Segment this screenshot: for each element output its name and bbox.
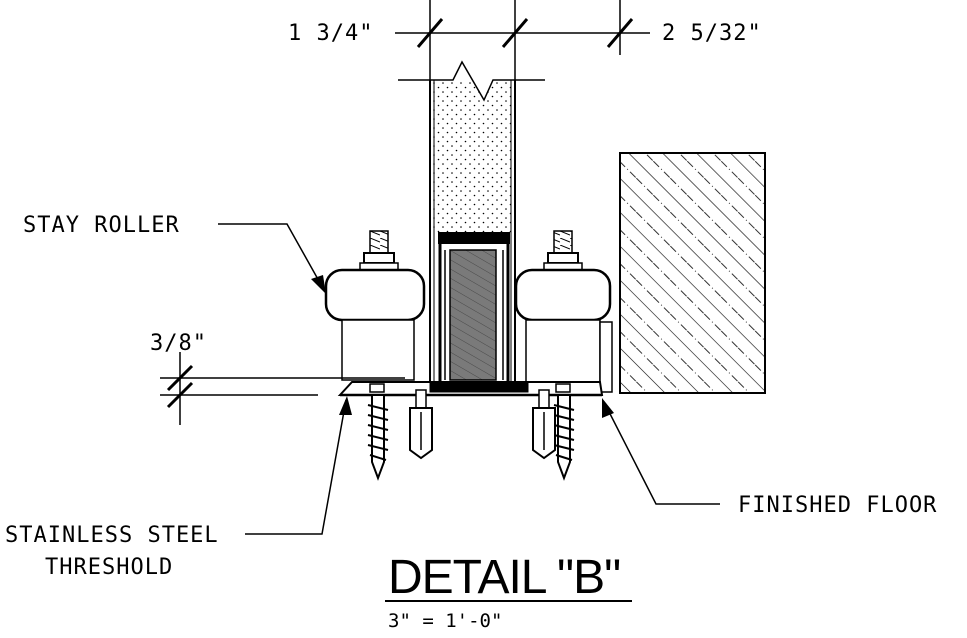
detail-title: DETAIL "B" (388, 551, 620, 604)
right-screw (553, 383, 575, 481)
label-threshold-line1: STAINLESS STEEL (5, 523, 219, 548)
leaders (218, 223, 720, 535)
dimension-left: 3/8" (150, 331, 207, 356)
detail-scale: 3" = 1'-0" (388, 610, 502, 632)
left-stay-roller (324, 230, 426, 381)
dimension-top-right: 2 5/32" (662, 21, 762, 46)
left-screw (367, 383, 389, 481)
left-dimension (160, 352, 405, 425)
wall-section (619, 152, 766, 394)
top-dimension (395, 0, 650, 80)
bottom-seal (449, 249, 497, 381)
leader-arrows (311, 275, 614, 418)
label-threshold-line2: THRESHOLD (45, 555, 173, 580)
label-stay-roller: STAY ROLLER (23, 213, 180, 238)
dimension-top-left: 1 3/4" (288, 21, 373, 46)
label-finished-floor: FINISHED FLOOR (738, 493, 937, 518)
left-anchor (409, 389, 433, 460)
right-anchor (532, 389, 556, 460)
right-stay-roller (514, 230, 613, 393)
door-panel (398, 60, 545, 385)
